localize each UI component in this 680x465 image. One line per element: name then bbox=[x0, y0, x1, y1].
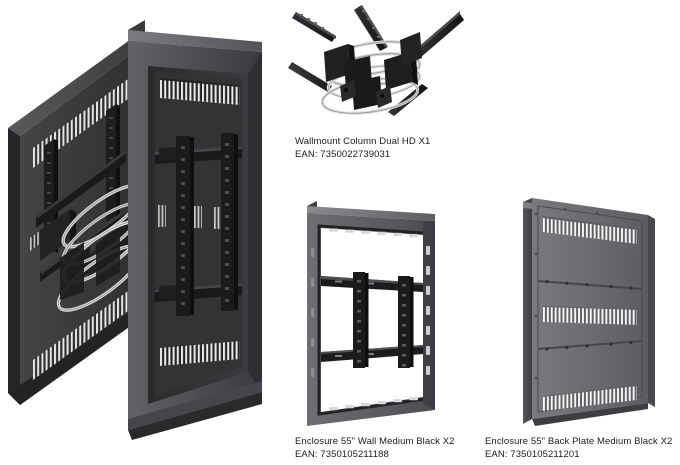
display-arm-upper-left bbox=[292, 12, 336, 42]
mount-rail-inner-left bbox=[353, 272, 369, 368]
enclosure-frame-open bbox=[128, 20, 262, 440]
backplate-vent-band-lower bbox=[543, 385, 637, 411]
frame-perforations-top bbox=[329, 228, 418, 238]
wallmount-column-illustration bbox=[288, 5, 464, 116]
mount-cross-arm-upper bbox=[36, 150, 128, 228]
caption-wallmount-column-dual-hd-x1: Wallmount Column Dual HD X1 EAN: 7350022… bbox=[295, 136, 430, 161]
backplate-vent-band-upper bbox=[543, 216, 637, 245]
enclosure-wall-illustration bbox=[307, 201, 435, 426]
backplate-inner-border bbox=[537, 205, 643, 413]
frame-vent-bottom bbox=[160, 341, 240, 366]
product-ean-enclosure-wall: EAN: 7350105211188 bbox=[295, 448, 389, 460]
frame-vent-top bbox=[160, 78, 240, 105]
product-name-enclosure-backplate: Enclosure 55" Back Plate Medium Black X2 bbox=[485, 436, 673, 447]
product-image-enclosure-55-wall-medium-black-x2 bbox=[295, 188, 455, 433]
column-hinge-links bbox=[340, 80, 392, 108]
frame-opening bbox=[321, 228, 423, 412]
backplate-vent-band-middle bbox=[543, 306, 637, 325]
backplate-bottom-edge bbox=[532, 403, 648, 426]
enclosure-backplate-illustration bbox=[523, 198, 655, 426]
frame-interior-mount bbox=[155, 133, 242, 316]
mount-rail-inner-right bbox=[398, 276, 414, 368]
display-arm-lower-left bbox=[288, 62, 332, 92]
interior-rail-right bbox=[221, 133, 238, 311]
assembly-illustration bbox=[8, 20, 262, 440]
frame-perforations-left bbox=[311, 248, 314, 377]
frame-top-face bbox=[307, 206, 435, 221]
product-image-enclosure-55-back-plate-medium-black-x2 bbox=[505, 188, 670, 433]
product-ean-enclosure-backplate: EAN: 7350105211201 bbox=[485, 448, 580, 460]
frame-perforations-bottom bbox=[329, 397, 418, 411]
caption-enclosure-55-back-plate-medium-black-x2: Enclosure 55" Back Plate Medium Black X2… bbox=[485, 436, 672, 461]
product-ean-wallmount-column: EAN: 7350022739031 bbox=[295, 148, 391, 160]
product-name-enclosure-wall: Enclosure 55" Wall Medium Black X2 bbox=[295, 436, 455, 447]
backplate-screw-holes bbox=[534, 207, 599, 380]
backplate-seam-upper bbox=[538, 280, 642, 290]
backpanel-vent-upper bbox=[33, 73, 136, 168]
backpanel-vent-lower bbox=[33, 285, 136, 380]
frame-perforations-right bbox=[426, 246, 430, 375]
backplate-left-edge bbox=[523, 198, 532, 424]
display-arm-right bbox=[416, 11, 464, 58]
display-arm-upper-mid bbox=[354, 5, 388, 51]
product-name-wallmount-column: Wallmount Column Dual HD X1 bbox=[295, 136, 431, 147]
column-clamp-blocks bbox=[324, 32, 422, 110]
interior-rail-left bbox=[176, 136, 194, 316]
backplate-right-edge bbox=[648, 215, 655, 407]
caption-enclosure-55-wall-medium-black-x2: Enclosure 55" Wall Medium Black X2 EAN: … bbox=[295, 436, 455, 461]
backplate-seam-lower bbox=[538, 340, 642, 351]
product-image-wallmount-column-dual-hd-x1 bbox=[288, 0, 468, 130]
assembly-enclosure-with-column-mount bbox=[0, 0, 290, 445]
